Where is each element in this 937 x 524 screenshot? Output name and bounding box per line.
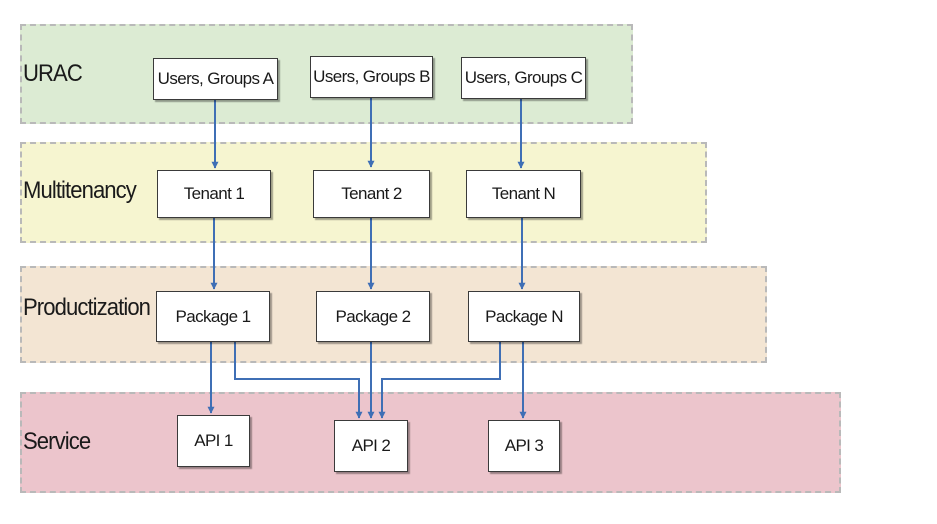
node-tenant-2: Tenant 2 [313,170,430,218]
layer-label-productization: Productization [23,294,151,321]
node-package-2: Package 2 [316,291,430,342]
layer-service [20,392,841,493]
node-users-groups-b: Users, Groups B [310,56,433,98]
layer-label-multitenancy: Multitenancy [23,177,137,204]
node-users-groups-c: Users, Groups C [461,57,586,99]
node-api-2: API 2 [334,420,408,472]
node-package-n: Package N [468,291,580,342]
layer-label-service: Service [23,428,91,455]
node-api-1: API 1 [177,415,250,467]
layer-label-urac: URAC [23,60,83,87]
node-users-groups-a: Users, Groups A [153,58,278,100]
node-package-1: Package 1 [156,291,270,342]
node-tenant-1: Tenant 1 [157,170,271,218]
node-api-3: API 3 [488,420,560,472]
node-tenant-n: Tenant N [466,170,581,218]
